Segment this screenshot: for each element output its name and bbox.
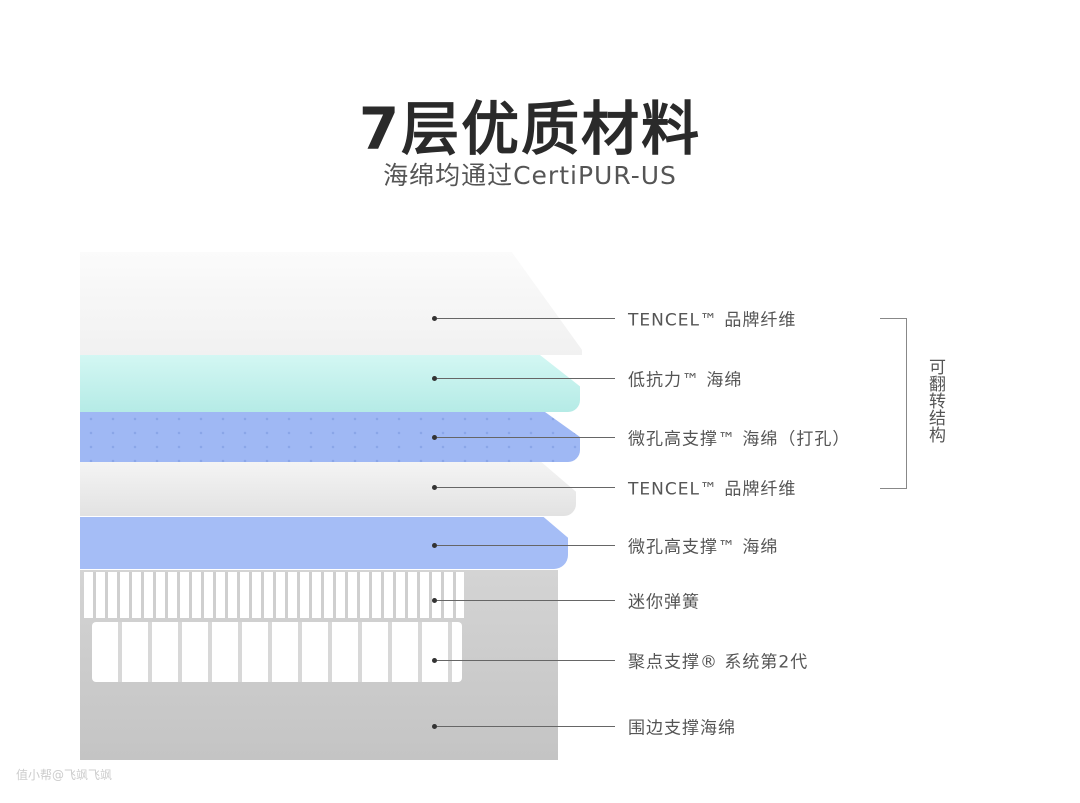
tencel-layer-2 bbox=[80, 462, 576, 516]
layer-2-label: 低抗力™ 海绵 bbox=[628, 370, 743, 391]
layer-4-marker bbox=[432, 485, 437, 490]
page-title: 7层优质材料 bbox=[358, 95, 702, 163]
pocket-springs-layer bbox=[92, 622, 462, 682]
layer-5-marker bbox=[432, 543, 437, 548]
layer-5-label: 微孔高支撑™ 海绵 bbox=[628, 537, 779, 558]
layer-6-leader-line bbox=[437, 600, 615, 601]
tencel-layer-1 bbox=[80, 252, 582, 355]
layer-5-leader-line bbox=[437, 545, 615, 546]
mini-springs-layer bbox=[84, 572, 464, 618]
foam-layer-2 bbox=[80, 517, 568, 569]
layer-3-label: 微孔高支撑™ 海绵（打孔） bbox=[628, 429, 851, 450]
layer-3-leader-line bbox=[437, 437, 615, 438]
layer-4-leader-line bbox=[437, 487, 615, 488]
layer-6-marker bbox=[432, 598, 437, 603]
layer-2-marker bbox=[432, 376, 437, 381]
layer-6-label: 迷你弹簧 bbox=[628, 592, 700, 613]
layer-3-marker bbox=[432, 435, 437, 440]
layer-2-leader-line bbox=[437, 378, 615, 379]
low-resistance-foam-layer bbox=[80, 355, 580, 412]
layer-7-leader-line bbox=[437, 660, 615, 661]
layer-4-label: TENCEL™ 品牌纤维 bbox=[628, 479, 797, 500]
subtitle: 海绵均通过CertiPUR-US bbox=[383, 161, 677, 190]
layer-1-label: TENCEL™ 品牌纤维 bbox=[628, 310, 797, 331]
layer-8-leader-line bbox=[437, 726, 615, 727]
layer-8-label: 围边支撑海绵 bbox=[628, 718, 736, 739]
watermark: 值小帮@飞飒飞飒 bbox=[16, 768, 113, 782]
reversible-structure-label: 可翻转结构 bbox=[925, 358, 945, 443]
layer-8-marker bbox=[432, 724, 437, 729]
layer-1-leader-line bbox=[437, 318, 615, 319]
layer-1-marker bbox=[432, 316, 437, 321]
layer-7-label: 聚点支撑® 系统第2代 bbox=[628, 652, 809, 673]
layer-7-marker bbox=[432, 658, 437, 663]
reversible-bracket bbox=[880, 318, 907, 489]
